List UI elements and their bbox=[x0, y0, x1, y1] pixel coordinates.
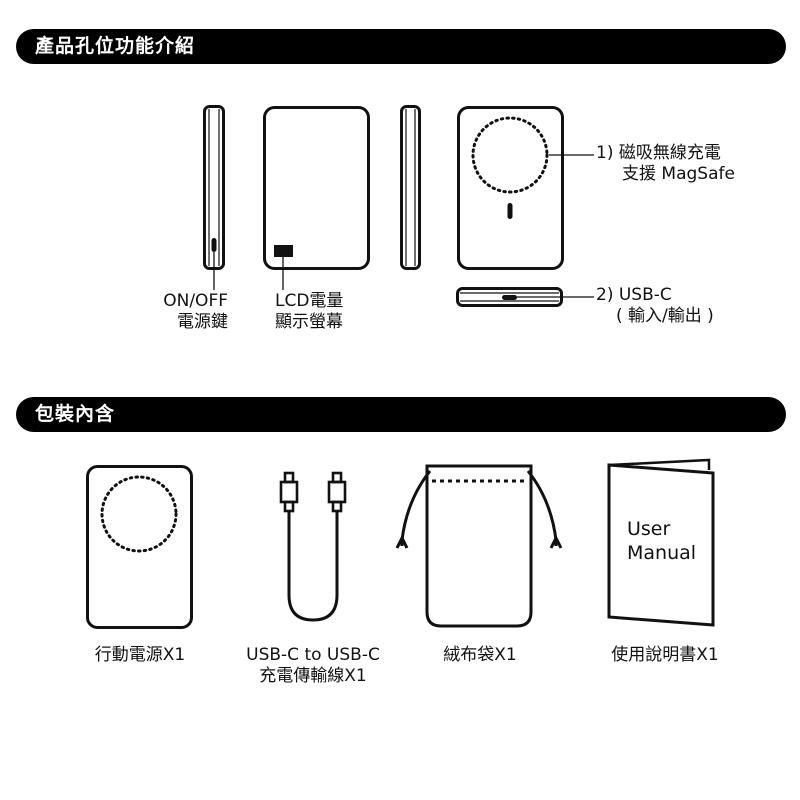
features-section-header: 產品孔位功能介紹 bbox=[16, 29, 786, 64]
lcd-label: LCD電量 顯示螢幕 bbox=[275, 291, 343, 333]
package-item-label: USB-C to USB-C 充電傳輸線X1 bbox=[228, 645, 398, 687]
magsafe-ring-icon bbox=[471, 116, 549, 194]
device-front-icon bbox=[263, 106, 370, 290]
package-item-label: 行動電源X1 bbox=[70, 645, 210, 666]
cable-label-line1: USB-C to USB-C bbox=[246, 645, 380, 665]
user-manual-icon bbox=[607, 458, 715, 627]
pouch-label: 絨布袋X1 bbox=[443, 645, 517, 665]
pouch-icon bbox=[395, 464, 563, 628]
power-button-icon bbox=[211, 238, 217, 252]
manual-cover-line2: Manual bbox=[627, 542, 697, 564]
power-button-label: ON/OFF 電源鍵 bbox=[120, 291, 228, 333]
package-section-title: 包裝內含 bbox=[35, 403, 116, 425]
cable-label-line2: 充電傳輸線X1 bbox=[259, 666, 367, 686]
device-back-icon bbox=[457, 106, 594, 270]
manual-label: 使用說明書X1 bbox=[611, 645, 719, 665]
power-bank-label: 行動電源X1 bbox=[94, 645, 186, 665]
package-section-header: 包裝內含 bbox=[16, 397, 786, 432]
manual-cover-text: User Manual bbox=[627, 517, 696, 565]
indicator-icon bbox=[507, 203, 513, 219]
device-side-right-icon bbox=[400, 105, 421, 270]
lcd-label-line1: LCD電量 bbox=[275, 291, 344, 311]
package-item-label: 絨布袋X1 bbox=[410, 645, 550, 666]
magsafe-label-line2: 支援 MagSafe bbox=[622, 164, 735, 184]
usbc-label: 2) USB-C ( 輸入/輸出 ) bbox=[596, 285, 714, 327]
lcd-label-line2: 顯示螢幕 bbox=[275, 312, 343, 332]
manual-cover-line1: User bbox=[627, 518, 671, 540]
usb-c-cable-icon bbox=[279, 471, 347, 622]
features-section-title: 產品孔位功能介紹 bbox=[35, 35, 196, 57]
power-bank-icon bbox=[86, 465, 193, 629]
package-item-label: 使用說明書X1 bbox=[585, 645, 745, 666]
usbc-label-line1: 2) USB-C bbox=[596, 285, 672, 305]
power-label-line2: 電源鍵 bbox=[177, 312, 228, 332]
magsafe-label: 1) 磁吸無線充電 支援 MagSafe bbox=[596, 143, 735, 185]
usb-c-port-icon bbox=[502, 295, 517, 300]
lcd-screen-icon bbox=[274, 245, 293, 257]
device-bottom-icon bbox=[456, 287, 594, 307]
magsafe-label-line1: 1) 磁吸無線充電 bbox=[596, 143, 721, 163]
device-side-left-icon bbox=[203, 105, 225, 290]
usbc-label-line2: ( 輸入/輸出 ) bbox=[616, 306, 714, 326]
power-label-line1: ON/OFF bbox=[163, 291, 228, 311]
